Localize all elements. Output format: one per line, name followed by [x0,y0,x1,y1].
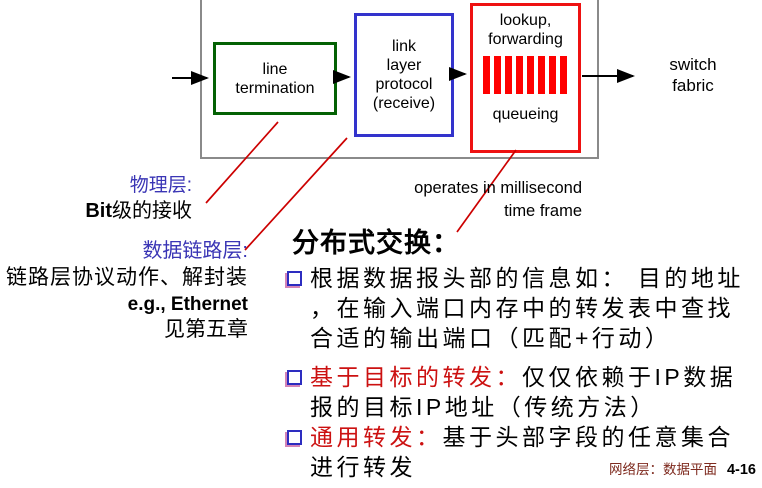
physical-layer-desc-cn: 级的接收 [112,200,192,222]
link-layer-protocol-label: link layer protocol (receive) [372,38,436,112]
datalink-layer-example: e.g., Ethernet [127,294,248,315]
bullet-body: 仅仅依赖于IP数据 报的目标IP地址（传统方法） [310,364,737,420]
page-title: 分布式交换： [292,228,460,258]
bullet-body: 根据数据报头部的信息如： 目的地址 ，在输入端口内存中的转发表中查找 合适的输出… [310,265,744,351]
slide-footer: 网络层：数据平面 4-16 [609,458,756,478]
timing-note: operates in millisecond time frame [414,179,582,220]
link-layer-protocol-box: link layer protocol (receive) [354,13,454,137]
bullet-lead: 通用转发： [310,424,443,450]
bullet-square-icon [287,370,302,385]
queue-bars-icon [482,56,569,94]
footer-page-number: 4-16 [726,462,756,478]
list-item: 根据数据报头部的信息如： 目的地址 ，在输入端口内存中的转发表中查找 合适的输出… [287,263,759,353]
physical-layer-title: 物理层: [129,175,192,196]
bullet-text: 根据数据报头部的信息如： 目的地址 ，在输入端口内存中的转发表中查找 合适的输出… [310,263,744,353]
lookup-forwarding-label: lookup, forwarding [488,12,563,48]
bullet-list: 根据数据报头部的信息如： 目的地址 ，在输入端口内存中的转发表中查找 合适的输出… [287,263,759,482]
datalink-layer-note: 数据链路层: 链路层协议动作、解封装 e.g., Ethernet 见第五章 [0,238,248,343]
datalink-layer-ref: 见第五章 [164,318,248,341]
physical-layer-desc-en: Bit [85,200,112,222]
bullet-lead: 基于目标的转发： [310,364,522,390]
bullet-square-icon [287,271,302,286]
physical-layer-note: 物理层: Bit级的接收 [0,174,192,224]
bullet-body: 基于头部字段的任意集合 进行转发 [310,424,734,480]
list-item: 通用转发：基于头部字段的任意集合 进行转发 [287,422,759,482]
lookup-forwarding-box: lookup, forwarding queueing [470,3,581,153]
physical-layer-desc: Bit级的接收 [0,198,192,224]
line-termination-label: line termination [235,60,315,97]
list-item: 基于目标的转发：仅仅依赖于IP数据 报的目标IP地址（传统方法） [287,362,759,422]
datalink-layer-desc: 链路层协议动作、解封装 [6,266,248,289]
bullet-text: 通用转发：基于头部字段的任意集合 进行转发 [310,422,734,482]
queueing-label: queueing [492,106,559,123]
datalink-layer-title: 数据链路层: [142,240,248,262]
bullet-text: 基于目标的转发：仅仅依赖于IP数据 报的目标IP地址（传统方法） [310,362,736,422]
line-termination-box: line termination [213,42,337,115]
footer-section-label: 网络层：数据平面 [608,462,717,477]
bullet-square-icon [287,430,302,445]
switch-fabric-label: switch fabric [669,55,717,95]
